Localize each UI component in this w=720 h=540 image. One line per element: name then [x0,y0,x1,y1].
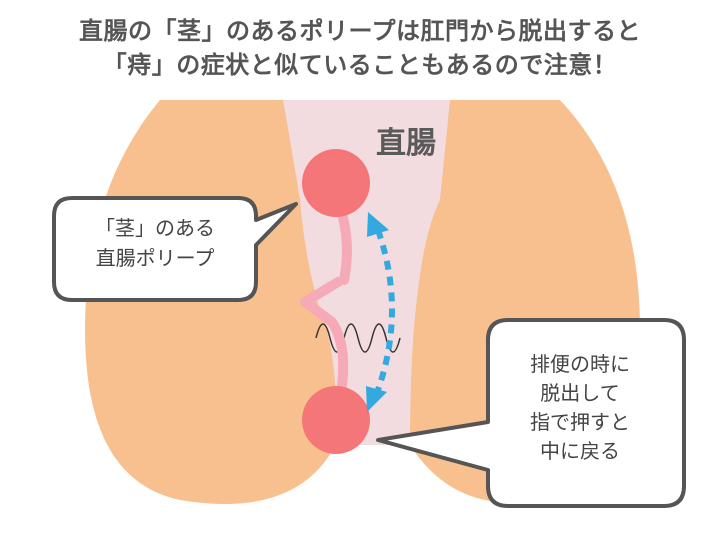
rectum-label: 直腸 [376,126,436,161]
callout-polyp-bubble [52,196,298,302]
callout-prolapse-line-1: 排便の時に [530,352,630,376]
movement-arrow-head-up [367,212,389,237]
callout-prolapse-line-3: 指で押すと [530,410,630,434]
callout-prolapse-text: 排便の時に 脱出して 指で押すと 中に戻る [492,350,668,466]
movement-arrow-line [375,229,395,391]
headline: 直腸の「茎」のあるポリープは肛門から脱出すると 「痔」の症状と似ていることもある… [0,14,720,82]
sphincter-squiggle [315,323,401,353]
callout-prolapse-bubble [376,318,686,508]
headline-line-1: 直腸の「茎」のあるポリープは肛門から脱出すると [78,17,642,45]
callout-prolapse-line-4: 中に戻る [540,439,620,463]
movement-arrow-head-down [366,386,387,412]
callout-prolapse-line-2: 脱出して [540,381,620,405]
polyp-head-prolapsed [302,386,370,454]
headline-line-2: 「痔」の症状と似ていることもあるので注意！ [102,51,618,79]
callout-polyp-text: 「茎」のある 直腸ポリープ [60,213,250,273]
callout-polyp-line-1: 「茎」のある [95,216,215,240]
callout-polyp-line-2: 直腸ポリープ [95,246,215,270]
polyp-head-upper [302,149,370,217]
polyp-stalk-prolapsed [300,277,349,390]
